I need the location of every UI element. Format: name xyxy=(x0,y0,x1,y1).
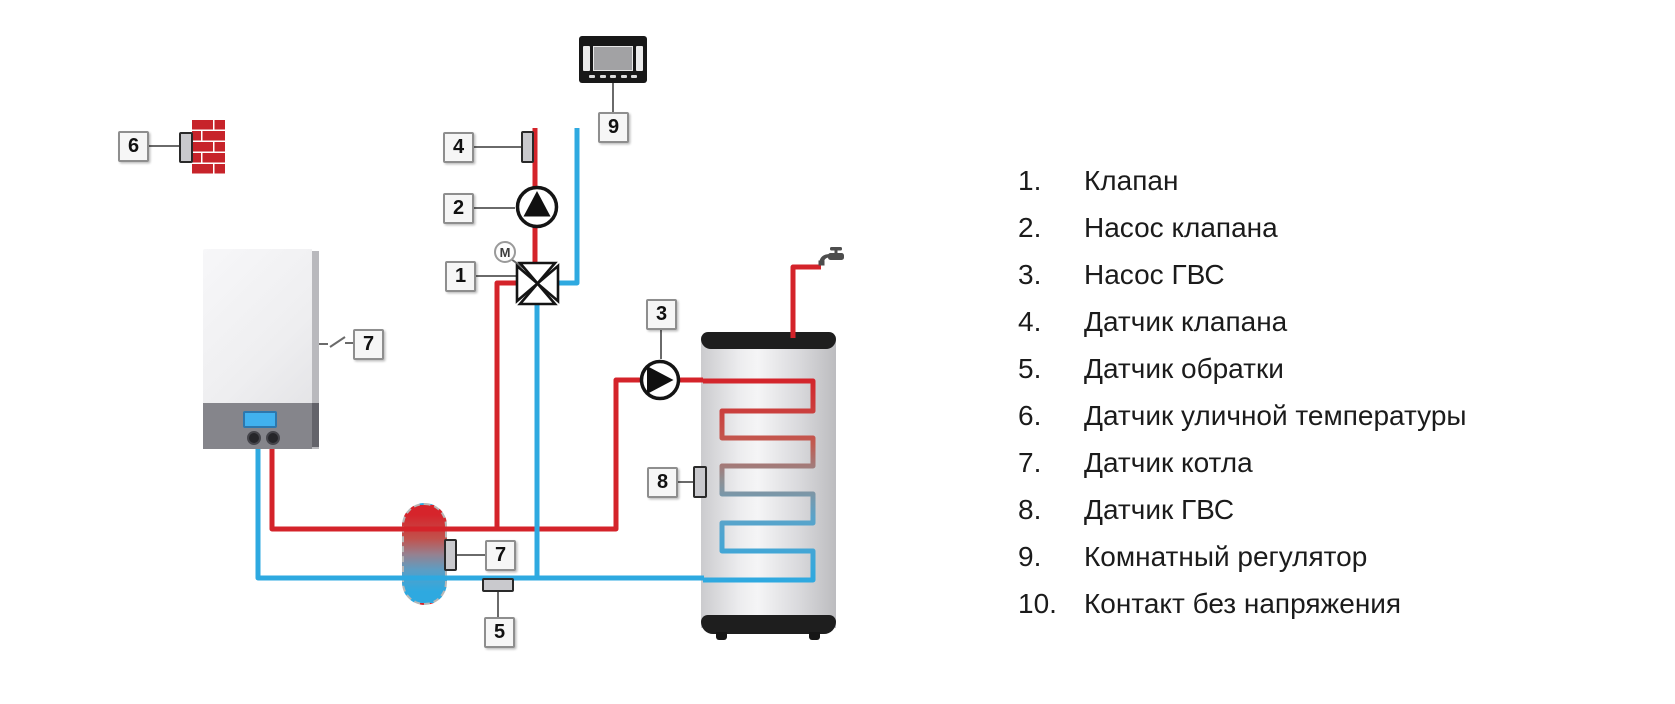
legend-item: 10. Контакт без напряжения xyxy=(1018,586,1467,622)
boiler-side-face xyxy=(312,251,319,449)
legend-number: 5. xyxy=(1018,353,1042,384)
controller-screen xyxy=(593,46,633,71)
legend-label: Комнатный регулятор xyxy=(1084,541,1368,572)
hydraulic-separator xyxy=(402,503,447,605)
outdoor-temperature-sensor-icon xyxy=(179,132,193,163)
diagram-label-4: 4 xyxy=(443,132,474,163)
dhw-pump-icon xyxy=(639,359,681,401)
controller-side-button xyxy=(583,46,590,71)
room-controller-icon xyxy=(579,36,647,83)
tank-foot xyxy=(716,632,727,640)
diagram-label-7-boiler: 7 xyxy=(353,329,384,360)
legend-label: Датчик ГВС xyxy=(1084,494,1235,525)
legend-item: 8. Датчик ГВС xyxy=(1018,492,1467,528)
legend-label: Датчик клапана xyxy=(1084,306,1288,337)
legend: 1. Клапан 2. Насос клапана 3. Насос ГВС … xyxy=(1018,163,1467,622)
diagram-label-6: 6 xyxy=(118,131,149,162)
legend-item: 5. Датчик обратки xyxy=(1018,351,1467,387)
diagram-label-7-separator: 7 xyxy=(485,540,516,571)
legend-number: 3. xyxy=(1018,259,1042,290)
boiler-knob xyxy=(247,431,261,445)
legend-number: 7. xyxy=(1018,447,1042,478)
return-sensor-icon xyxy=(482,578,514,592)
legend-number: 1. xyxy=(1018,165,1042,196)
pipe-boiler-cold-main xyxy=(255,445,704,581)
legend-label: Датчик обратки xyxy=(1084,353,1284,384)
valve-pump-icon xyxy=(515,185,559,229)
tank-shell xyxy=(701,340,836,628)
legend-label: Датчик котла xyxy=(1084,447,1253,478)
legend-item: 7. Датчик котла xyxy=(1018,445,1467,481)
diagram-label-8: 8 xyxy=(647,467,678,498)
legend-label: Клапан xyxy=(1084,165,1179,196)
legend-item: 9. Комнатный регулятор xyxy=(1018,539,1467,575)
tank-foot xyxy=(809,632,820,640)
brick-wall-icon xyxy=(192,120,225,174)
legend-number: 10. xyxy=(1018,588,1057,619)
tank-top-cap xyxy=(701,332,836,349)
legend-item: 1. Клапан xyxy=(1018,163,1467,199)
legend-item: 3. Насос ГВС xyxy=(1018,257,1467,293)
legend-label: Контакт без напряжения xyxy=(1084,588,1402,619)
controller-keys xyxy=(589,75,637,78)
legend-number: 6. xyxy=(1018,400,1042,431)
legend-label: Насос клапана xyxy=(1084,212,1278,243)
controller-side-button xyxy=(636,46,643,71)
valve-sensor-icon xyxy=(521,131,534,163)
legend-number: 4. xyxy=(1018,306,1042,337)
faucet-icon xyxy=(818,247,844,266)
legend-number: 8. xyxy=(1018,494,1042,525)
dhw-storage-tank xyxy=(701,332,836,642)
legend-label: Насос ГВС xyxy=(1084,259,1225,290)
legend-item: 6. Датчик уличной температуры xyxy=(1018,398,1467,434)
separator-sensor-icon xyxy=(444,539,457,571)
dhw-sensor-icon xyxy=(693,466,707,498)
mixing-valve-icon xyxy=(515,261,560,306)
connector-boiler-contact xyxy=(319,336,353,348)
legend-item: 2. Насос клапана xyxy=(1018,210,1467,246)
motor-label: M xyxy=(499,244,511,260)
diagram-label-5: 5 xyxy=(484,617,515,648)
boiler-display xyxy=(243,411,277,428)
legend-number: 2. xyxy=(1018,212,1042,243)
pipe-dhw-to-tap xyxy=(790,264,821,338)
boiler-knob xyxy=(266,431,280,445)
boiler-icon xyxy=(203,249,319,449)
valve-motor-icon: M xyxy=(494,241,516,263)
diagram-label-3: 3 xyxy=(646,299,677,330)
pipe-valve-to-return xyxy=(494,280,538,529)
legend-label: Датчик уличной температуры xyxy=(1084,400,1467,431)
boiler-panel-side-face xyxy=(312,403,319,447)
legend-item: 4. Датчик клапана xyxy=(1018,304,1467,340)
diagram-label-1: 1 xyxy=(445,261,476,292)
diagram-label-2: 2 xyxy=(443,193,474,224)
diagram-label-9: 9 xyxy=(598,112,629,143)
tank-bottom-cap xyxy=(701,615,836,634)
legend-number: 9. xyxy=(1018,541,1042,572)
